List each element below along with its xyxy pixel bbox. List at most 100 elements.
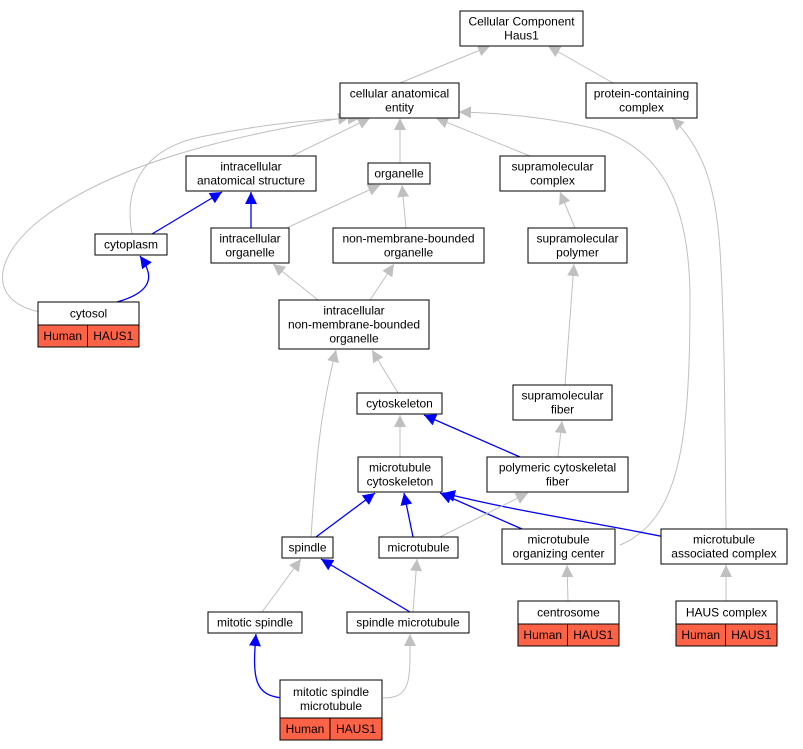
node-box bbox=[378, 536, 459, 559]
node-inmbo[interactable]: intracellularnon-membrane-boundedorganel… bbox=[278, 299, 430, 350]
edge-cytoskeleton-to-inmbo bbox=[371, 349, 399, 394]
node-label-line: Cellular Component bbox=[468, 15, 575, 29]
node-label-line: microtubule bbox=[527, 533, 589, 547]
edge-spindle-to-mtcs bbox=[315, 492, 376, 538]
node-box bbox=[660, 528, 788, 565]
edge-mtoc-to-cae bbox=[458, 106, 691, 546]
node-box bbox=[367, 162, 431, 185]
node-label-line: organelle bbox=[329, 332, 379, 346]
node-box bbox=[486, 456, 629, 493]
node-label-line: microtubule bbox=[369, 461, 431, 475]
node-label-line: organizing center bbox=[512, 547, 604, 561]
annotation-gene: HAUS1 bbox=[93, 329, 133, 343]
edge-msm-to-spindle_mt bbox=[382, 633, 417, 699]
node-box bbox=[512, 384, 613, 421]
node-cytoplasm[interactable]: cytoplasm bbox=[94, 233, 168, 256]
edge-pcf-to-smf bbox=[554, 420, 567, 458]
node-label-line: complex bbox=[530, 174, 575, 188]
node-label-line: HAUS complex bbox=[686, 606, 767, 620]
edge-ias-to-cae bbox=[291, 117, 371, 157]
annotation-species: Human bbox=[286, 722, 325, 736]
node-label-line: microtubule bbox=[693, 533, 755, 547]
node-label-line: non-membrane-bounded bbox=[288, 318, 420, 332]
node-box bbox=[278, 299, 430, 350]
node-spindle-mt[interactable]: spindle microtubule bbox=[346, 611, 470, 634]
node-box bbox=[527, 227, 628, 264]
annotation-species: Human bbox=[681, 628, 720, 642]
edge-smf-to-smp bbox=[564, 263, 580, 386]
edge-spindle_mt-to-microtubule bbox=[410, 558, 423, 613]
node-label-line: cytoskeleton bbox=[367, 475, 434, 489]
node-label-line: anatomical structure bbox=[197, 174, 305, 188]
edge-mac-to-mtcs bbox=[442, 490, 666, 538]
node-label-line: mitotic spindle bbox=[217, 616, 293, 630]
edge-pcf-to-cytoskeleton bbox=[423, 414, 521, 458]
node-mitotic-spindle[interactable]: mitotic spindle bbox=[207, 611, 303, 634]
node-label-line: intracellular bbox=[219, 232, 280, 246]
node-box bbox=[357, 456, 443, 493]
edge-cytoplasm-to-ias bbox=[151, 191, 223, 235]
edge-mitotic_spindle-to-spindle bbox=[261, 558, 302, 613]
node-label-line: supramolecular bbox=[511, 160, 593, 174]
node-box bbox=[207, 611, 303, 634]
edge-centrosome-to-mtoc bbox=[561, 564, 574, 602]
node-label-line: polymer bbox=[556, 246, 599, 260]
node-label-line: centrosome bbox=[537, 606, 600, 620]
edge-cytosol-to-cae bbox=[2, 112, 351, 313]
node-box bbox=[94, 233, 168, 256]
node-label-line: organelle bbox=[225, 246, 275, 260]
edge-pcc-to-cc_root bbox=[547, 45, 614, 84]
edge-msm-to-mitotic_spindle bbox=[248, 633, 283, 699]
node-label-line: cellular anatomical bbox=[350, 87, 449, 101]
annotation-cell bbox=[567, 623, 620, 647]
node-box bbox=[332, 227, 485, 264]
edge-cae-to-cc_root bbox=[399, 45, 491, 84]
edge-spindle_mt-to-spindle bbox=[320, 558, 411, 613]
node-organelle[interactable]: organelle bbox=[367, 162, 431, 185]
node-spindle[interactable]: spindle bbox=[281, 536, 334, 559]
node-box bbox=[585, 82, 698, 119]
node-label-line: spindle bbox=[288, 541, 326, 555]
node-label-line: polymeric cytoskeletal bbox=[499, 461, 616, 475]
edge-mtoc-to-mtcs bbox=[439, 492, 523, 530]
annotation-cell bbox=[329, 717, 383, 741]
edge-spindle-to-inmbo bbox=[310, 349, 339, 538]
node-label-line: fiber bbox=[551, 403, 574, 417]
edge-nmbo-to-organelle bbox=[397, 184, 410, 229]
edge-inmbo-to-nmbo bbox=[369, 263, 395, 301]
node-label-line: microtubule bbox=[300, 699, 362, 713]
node-label-line: protein-containing bbox=[594, 87, 689, 101]
node-label-line: cytosol bbox=[70, 307, 107, 321]
node-cytoskeleton[interactable]: cytoskeleton bbox=[356, 392, 443, 415]
edges-layer bbox=[2, 45, 732, 699]
node-box bbox=[346, 611, 470, 634]
node-box bbox=[356, 392, 443, 415]
node-box bbox=[185, 155, 317, 192]
annotation-gene: HAUS1 bbox=[336, 722, 376, 736]
node-label-line: Haus1 bbox=[504, 29, 539, 43]
node-label-line: supramolecular bbox=[536, 232, 618, 246]
node-microtubule[interactable]: microtubule bbox=[378, 536, 459, 559]
edge-io-to-organelle bbox=[279, 184, 381, 232]
annotation-species: Human bbox=[523, 628, 562, 642]
node-label-line: mitotic spindle bbox=[293, 685, 369, 699]
node-box bbox=[210, 227, 290, 264]
